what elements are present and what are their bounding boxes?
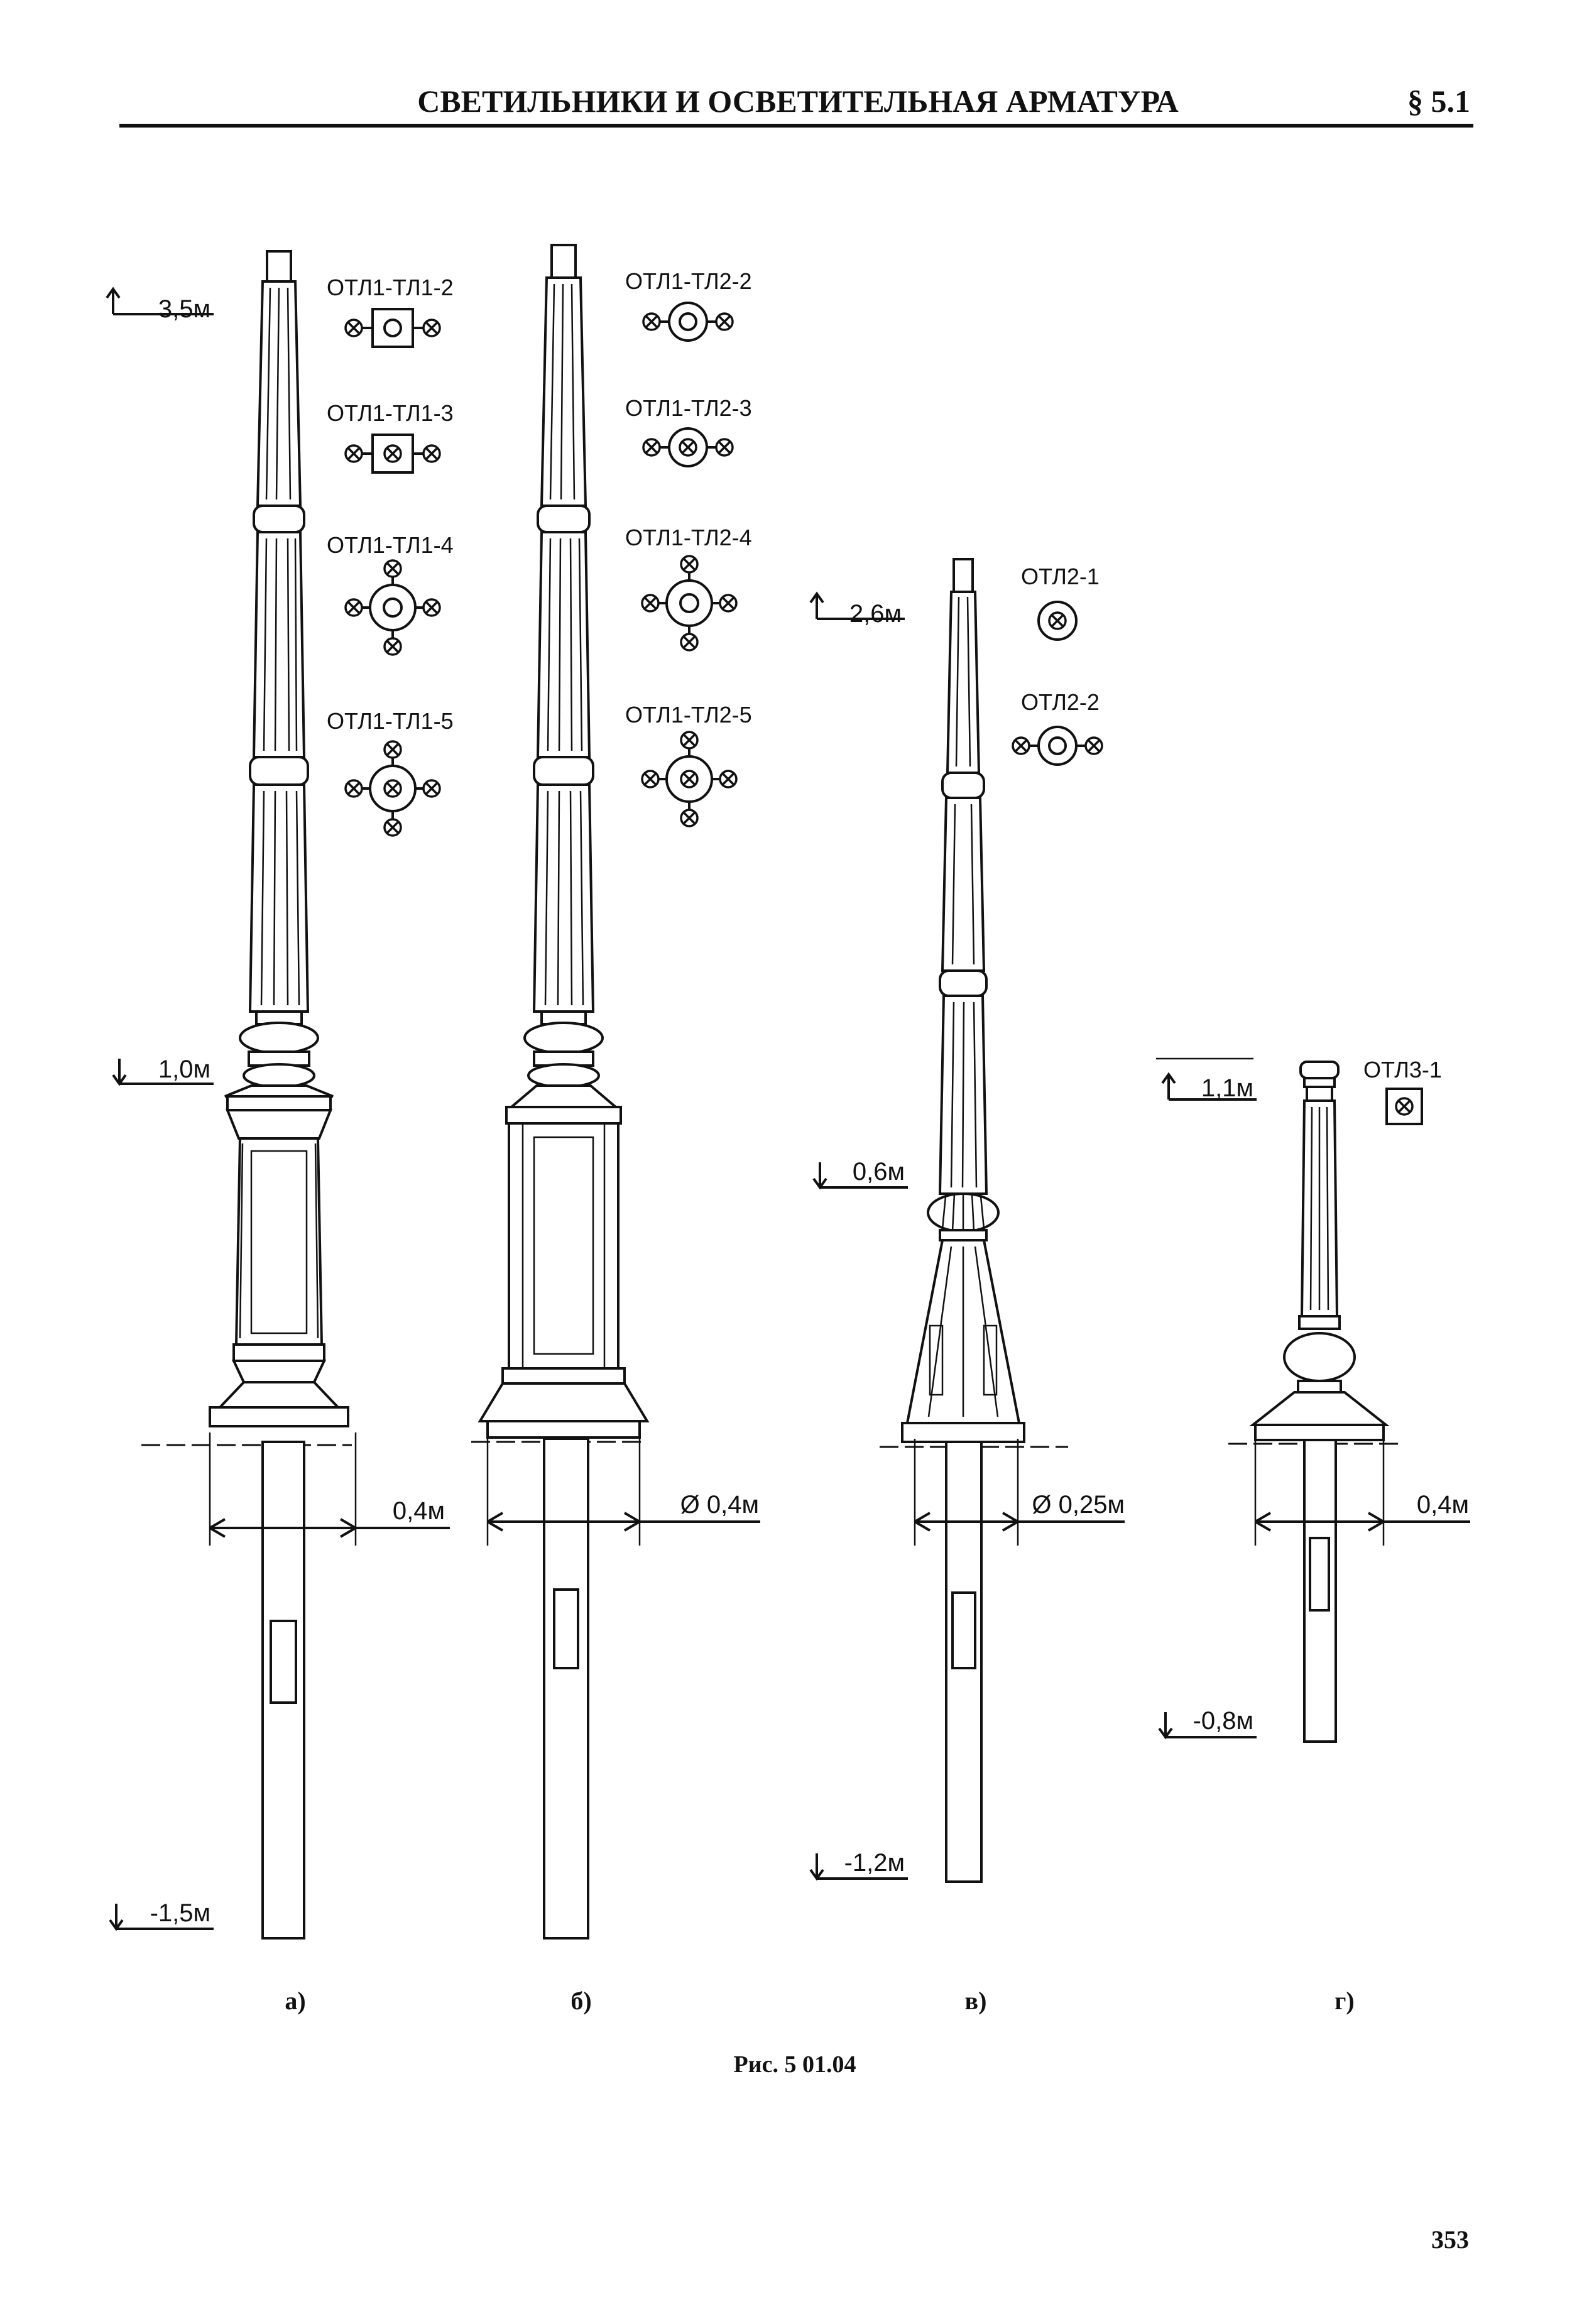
variant-symbol (344, 559, 441, 656)
variant-symbol (641, 555, 738, 652)
pole-g-variants: ОТЛ3-1 (1363, 1057, 1442, 1125)
pole-a-diameter: 0,4м (393, 1497, 445, 1525)
page-number: 353 (1431, 2225, 1469, 2254)
variant-label: ОТЛ1-ТЛ1-2 (327, 275, 454, 300)
variant-label: ОТЛ1-ТЛ1-4 (327, 532, 454, 558)
variant-symbol (344, 308, 441, 348)
pole-g: 0,4м 1,1м -0,8м г) (1156, 1057, 1470, 2015)
page-header: СВЕТИЛЬНИКИ И ОСВЕТИТЕЛЬНАЯ АРМАТУРА § 5… (119, 84, 1473, 128)
pole-v-bottom-level: -1,2м (844, 1849, 905, 1877)
pole-b-label: б) (570, 1987, 591, 2015)
pole-a-bottom-level: -1,5м (150, 1899, 210, 1927)
pole-v-label: в) (965, 1987, 987, 2015)
pole-v-variants: ОТЛ2-1 ОТЛ2-2 (1012, 564, 1103, 766)
variant-label: ОТЛ2-1 (1021, 564, 1100, 589)
variant-label: ОТЛ1-ТЛ2-3 (625, 395, 752, 421)
pole-g-top-level: 1,1м (1201, 1074, 1253, 1102)
pole-a-label: а) (285, 1987, 305, 2015)
header-section: § 5.1 (1407, 84, 1470, 119)
variant-label: ОТЛ1-ТЛ2-5 (625, 702, 752, 728)
variant-symbol (1037, 601, 1078, 641)
pole-a-variants: ОТЛ1-ТЛ1-2 ОТЛ1-ТЛ1-3 ОТЛ1-ТЛ1-4 (327, 275, 454, 837)
pole-v: Ø 0,25м 2,6м 0,6м -1,2м в) (809, 558, 1125, 2015)
pole-b-variants: ОТЛ1-ТЛ2-2 ОТЛ1-ТЛ2-3 ОТЛ1-ТЛ2-4 (625, 268, 752, 827)
pole-g-diameter: 0,4м (1417, 1491, 1469, 1519)
pole-v-mid-level: 0,6м (853, 1158, 905, 1186)
variant-label: ОТЛ1-ТЛ1-5 (327, 708, 454, 734)
pole-b: Ø 0,4м б) (471, 244, 760, 2015)
variant-symbol (642, 302, 734, 342)
pole-g-label: г) (1335, 1987, 1354, 2015)
variant-symbol (344, 740, 441, 837)
pole-v-top-level: 2,6м (849, 600, 902, 628)
variant-label: ОТЛ3-1 (1363, 1057, 1442, 1083)
figure-caption: Рис. 5 01.04 (734, 2051, 856, 2078)
variant-symbol (344, 434, 441, 474)
variant-symbol (641, 731, 738, 827)
pole-v-diameter: Ø 0,25м (1032, 1491, 1125, 1519)
variant-label: ОТЛ2-2 (1021, 689, 1100, 715)
pole-b-diameter: Ø 0,4м (680, 1491, 759, 1519)
pole-g-bottom-level: -0,8м (1193, 1707, 1253, 1735)
variant-label: ОТЛ1-ТЛ1-3 (327, 400, 454, 426)
pole-a-top-level: 3,5м (158, 295, 210, 323)
variant-label: ОТЛ1-ТЛ2-4 (625, 525, 752, 550)
pole-a-mid-level: 1,0м (158, 1056, 210, 1083)
variant-label: ОТЛ1-ТЛ2-2 (625, 268, 752, 294)
header-title: СВЕТИЛЬНИКИ И ОСВЕТИТЕЛЬНАЯ АРМАТУРА (417, 84, 1179, 119)
variant-symbol (642, 427, 734, 467)
pole-a: 0,4м 3,5м 1,0м -1,5м а) (106, 250, 450, 2015)
variant-symbol (1012, 726, 1103, 766)
variant-symbol (1385, 1088, 1423, 1125)
